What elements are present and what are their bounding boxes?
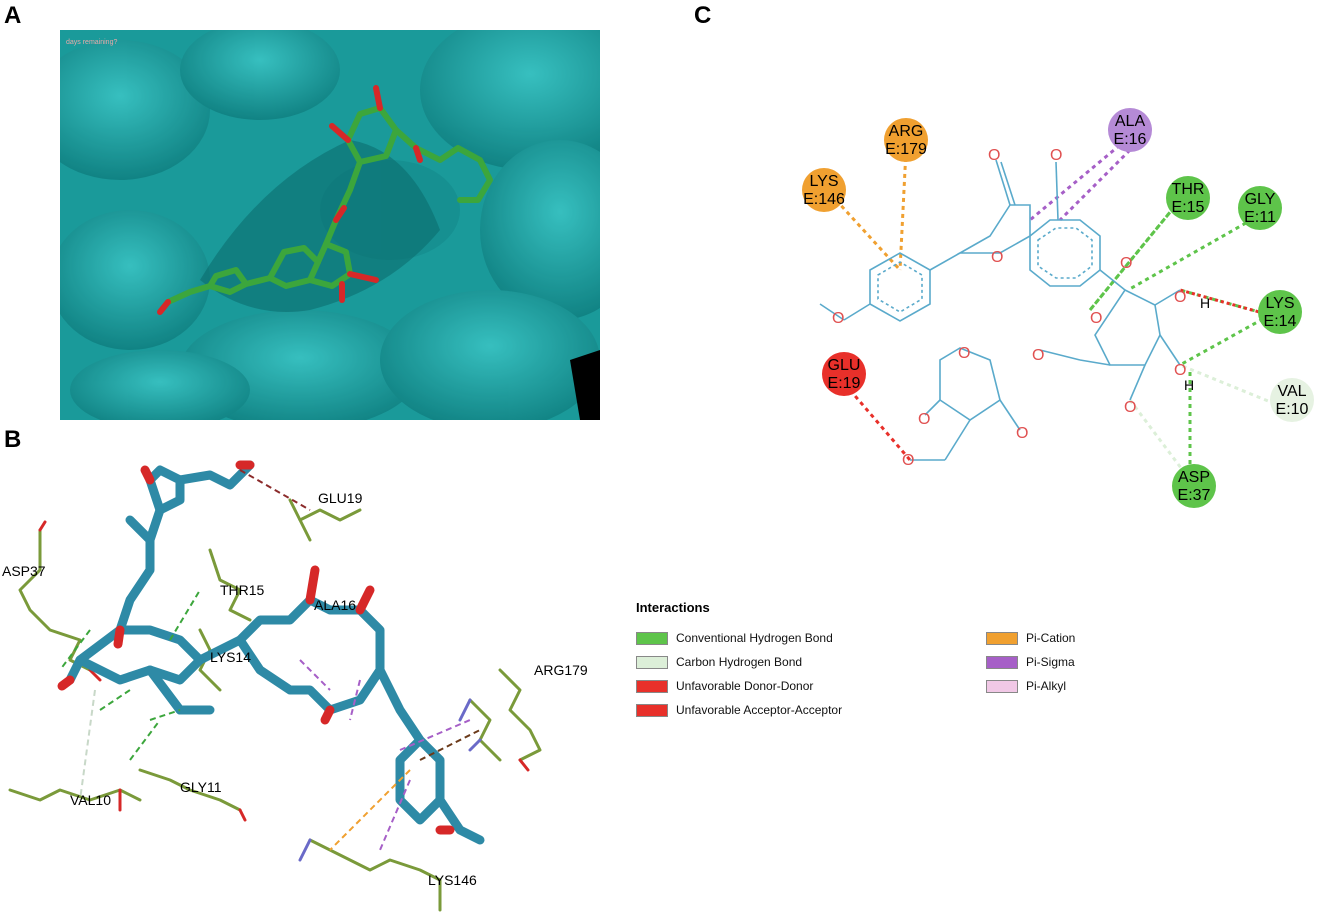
svg-text:O: O (1174, 289, 1186, 306)
svg-text:THR: THR (1172, 181, 1205, 198)
residue-label: LYS146 (428, 872, 477, 888)
panel-label-a: A (4, 2, 22, 29)
legend-label: Pi-Cation (1026, 631, 1076, 645)
residue-label: ARG179 (534, 662, 588, 678)
residue-disc: VAL E:10 (1270, 378, 1314, 422)
svg-text:O: O (1032, 347, 1044, 364)
svg-text:GLU: GLU (828, 357, 861, 374)
residue-disc: ASP E:37 (1172, 464, 1216, 508)
legend-item: Pi-Alkyl (986, 678, 1066, 694)
svg-text:VAL: VAL (1277, 383, 1306, 400)
svg-text:E:14: E:14 (1264, 313, 1297, 330)
residue-label: ALA16 (314, 597, 356, 613)
svg-text:LYS: LYS (809, 173, 838, 190)
svg-text:E:146: E:146 (803, 191, 845, 208)
svg-text:O: O (832, 310, 844, 327)
svg-text:O: O (1090, 310, 1102, 327)
svg-text:O: O (991, 249, 1003, 266)
panel-label-b: B (4, 426, 22, 453)
residue-disc: ARG E:179 (884, 118, 928, 162)
residue-label: ASP37 (2, 563, 46, 579)
residue-disc: THR E:15 (1166, 176, 1210, 220)
legend-swatch (986, 655, 1018, 669)
legend-swatch (986, 631, 1018, 645)
surface-view: days remaining? (60, 30, 600, 420)
hydrogen-atom-label: H (1200, 295, 1210, 311)
svg-text:ASP: ASP (1178, 469, 1210, 486)
svg-text:O: O (988, 147, 1000, 164)
hydrogen-atom-label: H (1184, 377, 1194, 393)
legend-swatch (636, 703, 668, 717)
svg-text:O: O (1124, 399, 1136, 416)
residue-label: THR15 (220, 582, 265, 598)
svg-text:GLY: GLY (1245, 191, 1276, 208)
legend-swatch (636, 655, 668, 669)
svg-text:O: O (1120, 255, 1132, 272)
svg-text:E:16: E:16 (1114, 131, 1147, 148)
legend-label: Pi-Sigma (1026, 655, 1075, 669)
ligand-stick-model (157, 85, 493, 315)
svg-text:O: O (902, 452, 914, 469)
legend-item: Conventional Hydrogen Bond (636, 630, 833, 646)
legend-item: Carbon Hydrogen Bond (636, 654, 802, 670)
svg-text:E:179: E:179 (885, 141, 927, 158)
legend-item: Pi-Sigma (986, 654, 1075, 670)
legend-swatch (636, 679, 668, 693)
residue-label: VAL10 (70, 792, 111, 808)
svg-text:E:15: E:15 (1172, 199, 1205, 216)
residue-disc: ALA E:16 (1108, 108, 1152, 152)
legend-label: Carbon Hydrogen Bond (676, 655, 803, 669)
residue-disc: LYS E:14 (1258, 290, 1302, 334)
legend-swatch (986, 679, 1018, 693)
residue-label: GLU19 (318, 490, 363, 506)
legend-label: Pi-Alkyl (1026, 679, 1067, 693)
legend-swatch (636, 631, 668, 645)
overlay-text: days remaining? (66, 39, 117, 46)
svg-text:E:37: E:37 (1178, 487, 1211, 504)
svg-text:LYS: LYS (1265, 295, 1294, 312)
panel-label-c: C (694, 2, 712, 29)
legend-title: Interactions (636, 600, 710, 615)
svg-text:O: O (1174, 362, 1186, 379)
residue-disc: GLU E:19 (822, 352, 866, 396)
interactions-legend: Interactions Conventional Hydrogen Bond … (636, 596, 1136, 736)
svg-text:ALA: ALA (1115, 113, 1146, 130)
svg-text:ARG: ARG (889, 123, 924, 140)
svg-text:E:11: E:11 (1244, 209, 1276, 226)
legend-label: Unfavorable Donor-Donor (676, 679, 814, 693)
residue-label: GLY11 (180, 779, 222, 795)
residue-disc: GLY E:11 (1238, 186, 1282, 230)
svg-text:O: O (918, 411, 930, 428)
svg-text:E:19: E:19 (828, 375, 861, 392)
svg-text:E:10: E:10 (1276, 401, 1309, 418)
svg-text:O: O (1016, 425, 1028, 442)
legend-label: Unfavorable Acceptor-Acceptor (676, 703, 843, 717)
residue-discs: ARG E:179 LYS E:146 ALA E:16 THR E:15 GL… (802, 108, 1314, 508)
legend-item: Unfavorable Acceptor-Acceptor (636, 702, 842, 718)
2d-interaction-diagram: O O O O O O O O O O O O O O H H ARG E:17… (802, 108, 1314, 508)
binding-site-3d-view: GLU19 ASP37 THR15 ALA16 LYS14 ARG179 GLY… (2, 460, 588, 912)
residue-disc: LYS E:146 (802, 168, 846, 212)
svg-text:O: O (958, 345, 970, 362)
residue-label: LYS14 (210, 649, 251, 665)
svg-text:O: O (1050, 147, 1062, 164)
legend-label: Conventional Hydrogen Bond (676, 631, 833, 645)
legend-item: Unfavorable Donor-Donor (636, 678, 813, 694)
legend-item: Pi-Cation (986, 630, 1075, 646)
